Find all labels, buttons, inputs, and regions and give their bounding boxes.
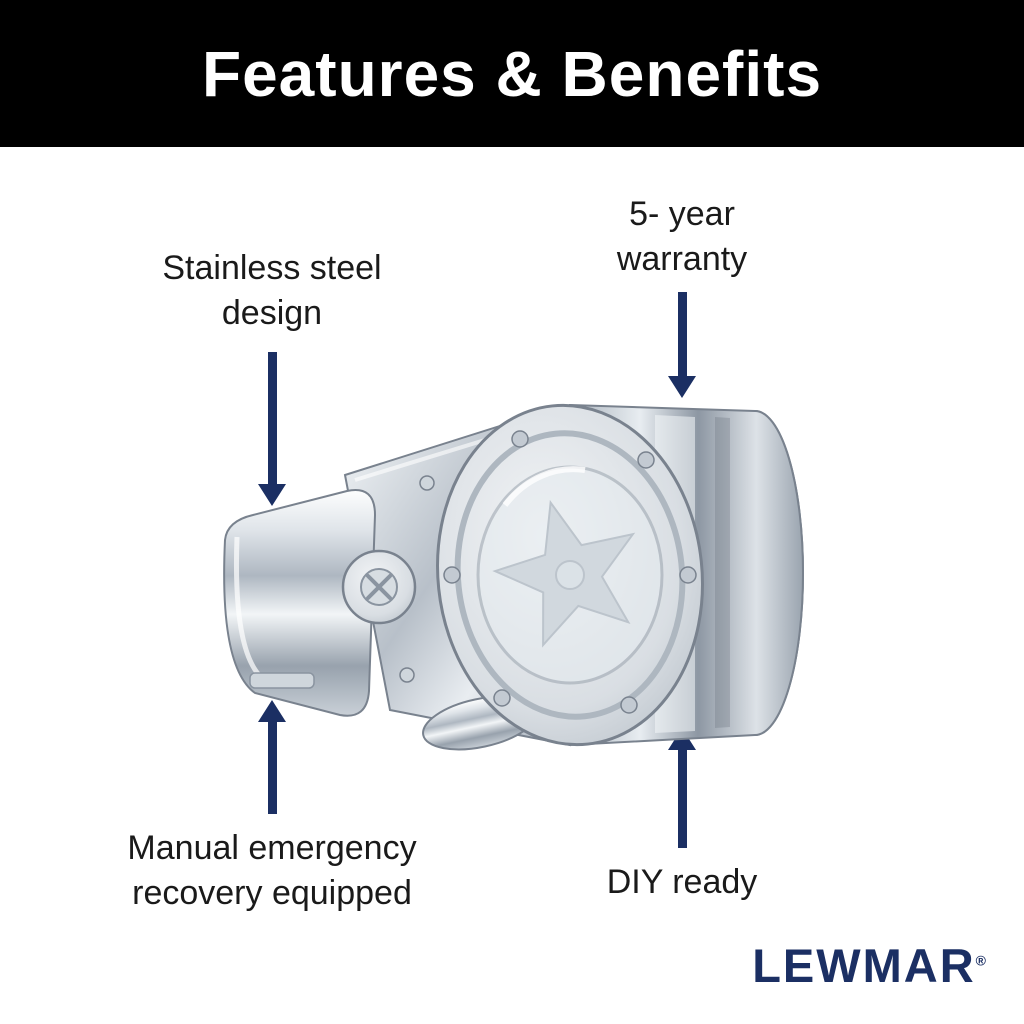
- motor-cover: [223, 489, 377, 717]
- arrow-shaft: [677, 750, 687, 848]
- arrow-shaft: [677, 292, 687, 376]
- registered-mark: ®: [975, 952, 986, 969]
- arrow-shaft: [267, 722, 277, 814]
- brand-wordmark: LEWMAR: [752, 939, 976, 992]
- header-bar: Features & Benefits: [0, 0, 1024, 147]
- arrow-manual-up-icon: [258, 700, 286, 814]
- nameplate: [249, 672, 315, 689]
- callout-manual-emergency-recovery: Manual emergency recovery equipped: [127, 829, 417, 912]
- arrow-head: [258, 700, 286, 722]
- arrow-warranty-down-icon: [668, 292, 696, 398]
- arrow-head: [258, 484, 286, 506]
- clear-cover: [476, 465, 664, 685]
- center-boss: [341, 549, 417, 625]
- windlass-illustration: [223, 403, 804, 751]
- face-screws: [443, 430, 697, 714]
- product-image: [155, 375, 825, 775]
- arrow-shaft: [267, 352, 277, 484]
- brand-logo: LEWMAR®: [386, 938, 986, 993]
- arrow-head: [668, 376, 696, 398]
- callout-5-year-warranty: 5- year warranty: [616, 195, 748, 278]
- callout-stainless-steel-design: Stainless steel design: [162, 249, 382, 332]
- page-title: Features & Benefits: [201, 37, 823, 110]
- arrow-stainless-down-icon: [258, 352, 286, 506]
- callout-diy-ready: DIY ready: [606, 863, 758, 901]
